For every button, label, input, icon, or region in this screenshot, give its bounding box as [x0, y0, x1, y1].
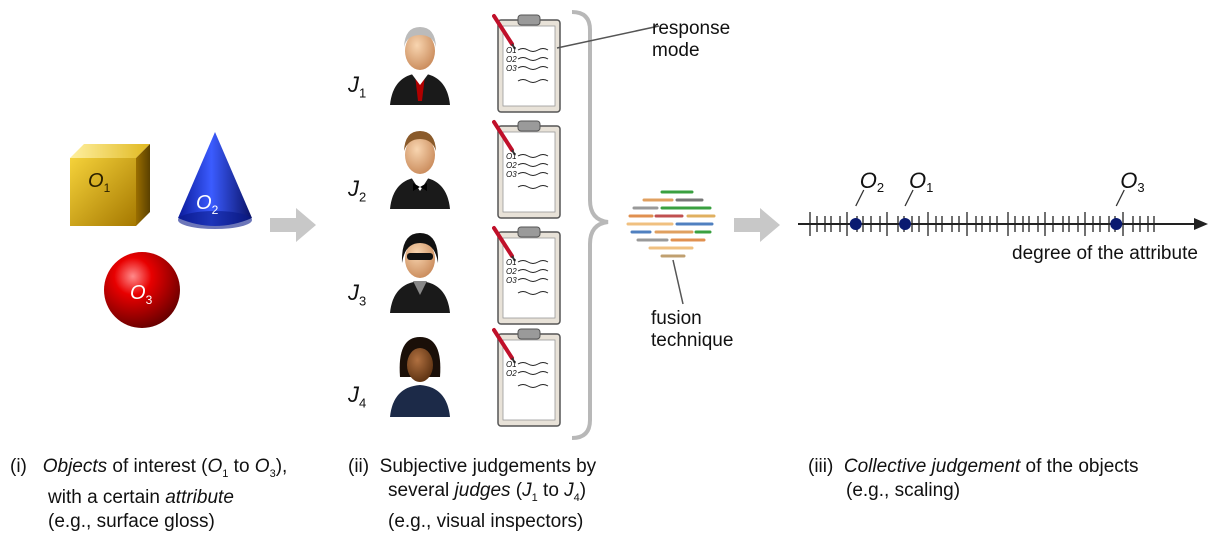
clipboard-line-label: O1 — [506, 360, 517, 369]
response-mode-pointer — [556, 25, 660, 49]
bracket-brace — [571, 10, 609, 440]
clipboard-line-label: O1 — [506, 258, 517, 267]
judge-avatar-3 — [390, 233, 450, 313]
judge-avatar-4 — [390, 337, 450, 417]
clipboard-line-label: O1 — [506, 152, 517, 161]
judges-illustration — [390, 27, 450, 417]
arrow-right-icon — [270, 208, 316, 242]
caption-iii: (iii) Collective judgement of the object… — [808, 456, 1139, 501]
clipboard-line-label: O2 — [506, 55, 517, 64]
scale-point-label: O1 — [909, 168, 933, 195]
object-label-3: O3 — [130, 282, 153, 307]
clipboard-line-label: O1 — [506, 46, 517, 55]
judge-label-2: J2 — [348, 176, 367, 205]
fusion-pointer — [672, 259, 684, 305]
judge-label-1: J1 — [348, 72, 367, 101]
clipboard-line-label: O3 — [506, 170, 517, 179]
axis-label: degree of the attribute — [1012, 243, 1198, 264]
fusion-technique-label: fusion technique — [651, 308, 734, 351]
scale-point-3 — [1110, 218, 1123, 230]
clipboard-line-label: O2 — [506, 161, 517, 170]
clipboard-line-label: O3 — [506, 276, 517, 285]
fusion-icon — [626, 190, 716, 258]
point-leader — [1115, 189, 1125, 207]
point-leader — [904, 189, 914, 207]
object-label-1: O1 — [88, 170, 111, 195]
caption-ii: (ii) Subjective judgements by several ju… — [348, 456, 597, 532]
point-leader — [855, 189, 865, 207]
arrow-right-icon — [734, 208, 780, 242]
cube-object — [70, 144, 150, 226]
axis-arrowhead — [1194, 218, 1208, 230]
scale-point-label: O2 — [860, 168, 884, 195]
object-label-2: O2 — [196, 192, 219, 217]
scale-point-1 — [849, 218, 862, 230]
judge-label-4: J4 — [348, 382, 367, 411]
response-mode-label: response mode — [652, 18, 731, 61]
judge-avatar-1 — [390, 27, 450, 105]
clipboard-line-label: O3 — [506, 64, 517, 73]
cone-object — [178, 132, 252, 229]
caption-i: (i) Objects of interest (O1 to O3), with… — [10, 456, 288, 532]
sphere-object — [104, 252, 180, 328]
scale-point-2 — [899, 218, 912, 230]
judge-label-3: J3 — [348, 280, 367, 309]
judge-avatar-2 — [390, 131, 450, 209]
objects-illustration — [70, 132, 252, 328]
clipboard-line-label: O2 — [506, 369, 517, 378]
clipboard-line-label: O2 — [506, 267, 517, 276]
scale-point-label: O3 — [1120, 168, 1144, 195]
scale-axis: O2 O1 O3 — [798, 168, 1208, 236]
